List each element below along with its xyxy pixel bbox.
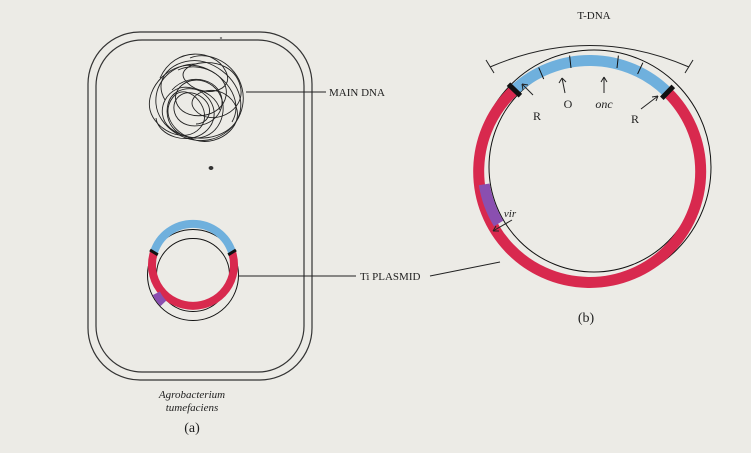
tdna-bracket-tick-left xyxy=(486,60,494,73)
organism-name-line2: tumefaciens xyxy=(166,402,219,414)
tdna-label: T-DNA xyxy=(577,10,610,22)
r-left-label: R xyxy=(533,109,541,123)
tdna-arrows xyxy=(493,77,658,231)
large-plasmid xyxy=(477,50,711,284)
onc-label: onc xyxy=(595,97,613,111)
cell-outer-wall xyxy=(88,32,312,380)
panel-a: MAIN DNA Ti PLASMID Agrobacterium tumefa… xyxy=(88,32,500,436)
large-plasmid-red-arc xyxy=(479,90,701,283)
o-label: O xyxy=(564,97,573,111)
ti-plasmid-leader-b xyxy=(430,262,500,276)
large-plasmid-tdna-arc xyxy=(514,60,667,92)
small-plasmid xyxy=(148,224,239,321)
dot-mark-top xyxy=(220,37,222,39)
arrow-r-right xyxy=(641,96,658,109)
main-dna-tangle xyxy=(149,54,243,141)
tdna-bracket-tick-right xyxy=(685,60,693,73)
panel-a-caption: (a) xyxy=(184,421,200,436)
small-plasmid-red-arc xyxy=(152,253,234,306)
main-dna-label: MAIN DNA xyxy=(329,87,385,99)
ti-plasmid-label: Ti PLASMID xyxy=(360,271,420,283)
panel-b-caption: (b) xyxy=(578,311,595,326)
r-right-label: R xyxy=(631,112,639,126)
panel-b: T-DNA xyxy=(477,10,711,326)
vir-label: vir xyxy=(504,208,517,220)
dot-mark-middle xyxy=(209,166,214,170)
organism-name-line1: Agrobacterium xyxy=(158,389,225,401)
